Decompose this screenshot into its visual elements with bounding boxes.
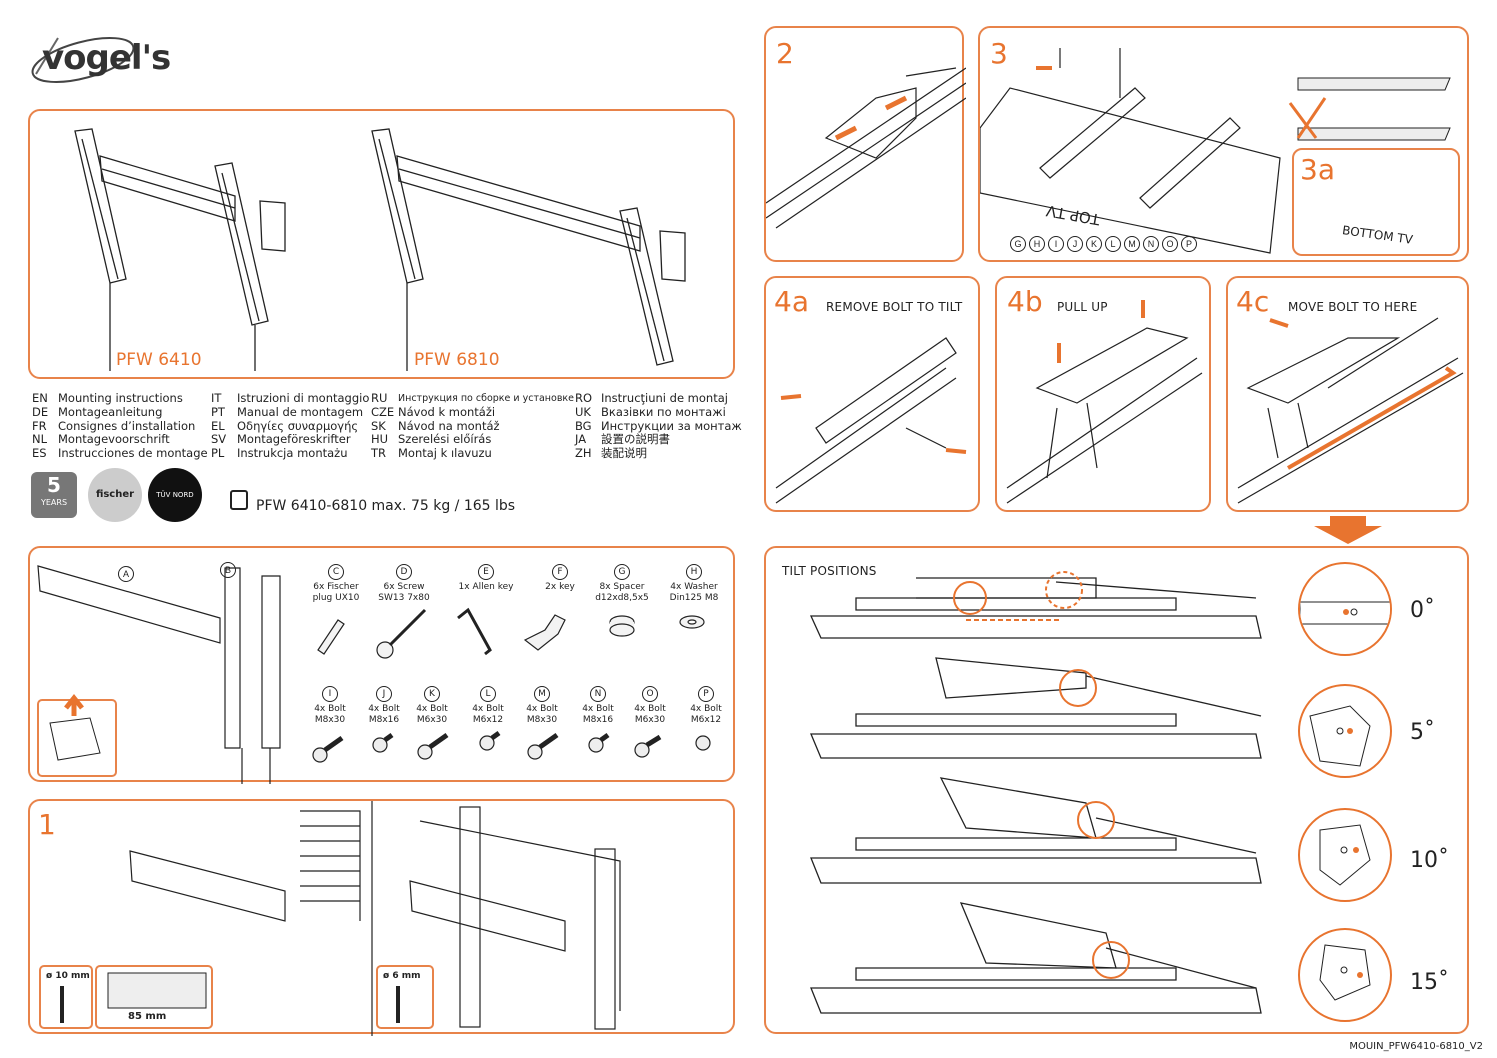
step1-illustration xyxy=(39,801,621,1036)
parts-illustration xyxy=(37,565,281,784)
brand-logo: vogel's xyxy=(28,28,208,92)
tilt-title: TILT POSITIONS xyxy=(782,564,877,578)
step1-number: 1 xyxy=(38,808,56,841)
warranty-badge: 5 YEARS xyxy=(31,472,77,518)
step4b-number: 4b xyxy=(1007,285,1043,318)
tilt-panel: TILT POSITIONS 0˚ 5˚ 10˚ 15˚ xyxy=(764,546,1469,1034)
model-label-6410: PFW 6410 xyxy=(116,350,202,370)
product-illustration xyxy=(74,128,686,371)
tilt-angle-0: 0˚ xyxy=(1410,598,1435,623)
step3a-number: 3a xyxy=(1300,153,1335,186)
tilt-angle-15: 15˚ xyxy=(1410,970,1449,995)
step3a-inset: 3a BOTTOM TV xyxy=(1292,148,1460,256)
fischer-badge: fischer xyxy=(88,468,142,522)
rail-label-a: A xyxy=(118,566,134,582)
step3-panel: 3 3a BOTTOM TV G H I J K L M N O P TOP T… xyxy=(978,26,1469,262)
brand-name: vogel's xyxy=(42,38,171,78)
step4a-panel: 4a REMOVE BOLT TO TILT xyxy=(764,276,980,512)
tilt-detail-15 xyxy=(1298,928,1392,1022)
bottom-tv-label: BOTTOM TV xyxy=(1341,223,1414,247)
tilt-angle-5: 5˚ xyxy=(1410,720,1435,745)
step4c-caption: MOVE BOLT TO HERE xyxy=(1288,300,1418,314)
step4b-caption: PULL UP xyxy=(1057,300,1108,314)
step1-panel: 1 ø 10 mm 85 mm ø 6 mm xyxy=(28,799,735,1036)
step4b-illustration xyxy=(1006,300,1203,504)
tilt-detail-5 xyxy=(1298,684,1392,778)
step3-number: 3 xyxy=(990,37,1008,70)
step3-illustration xyxy=(980,48,1462,254)
step4c-illustration xyxy=(1237,317,1464,504)
step4c-panel: 4c MOVE BOLT TO HERE xyxy=(1226,276,1469,512)
step4b-panel: 4b PULL UP xyxy=(995,276,1211,512)
step2-illustration xyxy=(766,67,966,229)
drill-size-10: ø 10 mm xyxy=(46,971,90,981)
product-overview-panel: PFW 6410 PFW 6810 xyxy=(28,109,735,379)
step4a-number: 4a xyxy=(774,285,809,318)
tilt-illustration xyxy=(809,571,1262,1014)
step4a-caption: REMOVE BOLT TO TILT xyxy=(826,300,963,314)
step2-number: 2 xyxy=(776,37,794,70)
model-label-6810: PFW 6810 xyxy=(414,350,500,370)
drill-size-6: ø 6 mm xyxy=(383,971,421,981)
step2-panel: 2 xyxy=(764,26,966,262)
max-weight: PFW 6410-6810 max. 75 kg / 165 lbs xyxy=(256,498,516,514)
weight-icon xyxy=(230,490,248,510)
tuv-badge: TÜV NORD xyxy=(148,468,202,522)
drill-depth: 85 mm xyxy=(128,1011,167,1022)
rail-label-b: B xyxy=(220,562,236,578)
step4c-number: 4c xyxy=(1236,285,1270,318)
tilt-angle-10: 10˚ xyxy=(1410,848,1449,873)
tilt-detail-10 xyxy=(1298,808,1392,902)
bolt-letters: G H I J K L M N O P xyxy=(1010,236,1197,254)
step4a-illustration xyxy=(775,337,967,504)
tilt-detail-0 xyxy=(1298,562,1392,656)
document-reference: MOUIN_PFW6410-6810_V2 xyxy=(1349,1041,1483,1052)
